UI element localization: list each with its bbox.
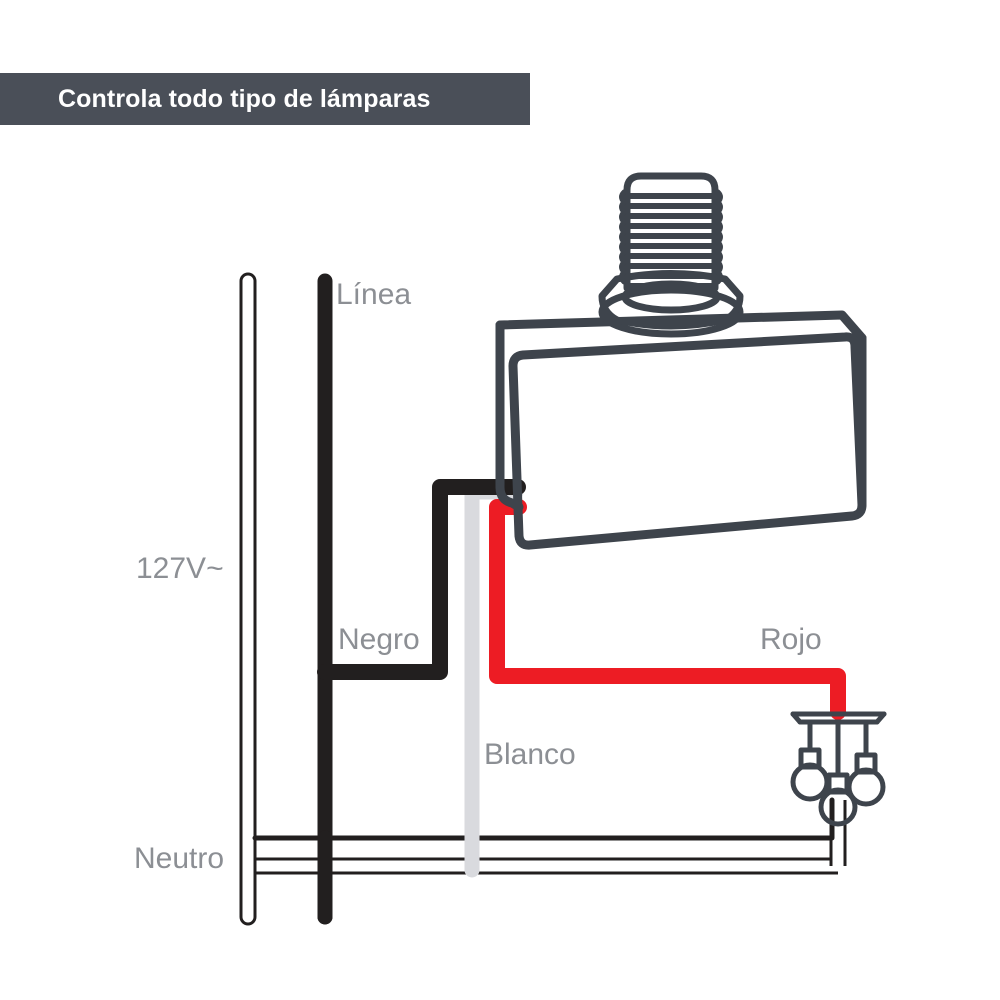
- controller-device-body: [495, 310, 867, 550]
- pendant-light-fixture: [790, 711, 887, 827]
- rojo-wire: [489, 499, 846, 720]
- label-neutro: Neutro: [134, 842, 225, 875]
- label-negro: Negro: [338, 623, 420, 656]
- lamp-screw-socket: [598, 172, 744, 338]
- neutral-lamp-drop-wire: [252, 797, 847, 866]
- label-voltage: 127V~: [136, 552, 224, 585]
- banner-title: Controla todo tipo de lámparas: [58, 84, 431, 113]
- title-banner: Controla todo tipo de lámparas: [0, 73, 530, 125]
- label-blanco: Blanco: [484, 738, 576, 771]
- label-linea: Línea: [336, 278, 412, 311]
- label-rojo: Rojo: [760, 623, 822, 656]
- negro-wire: [317, 479, 526, 680]
